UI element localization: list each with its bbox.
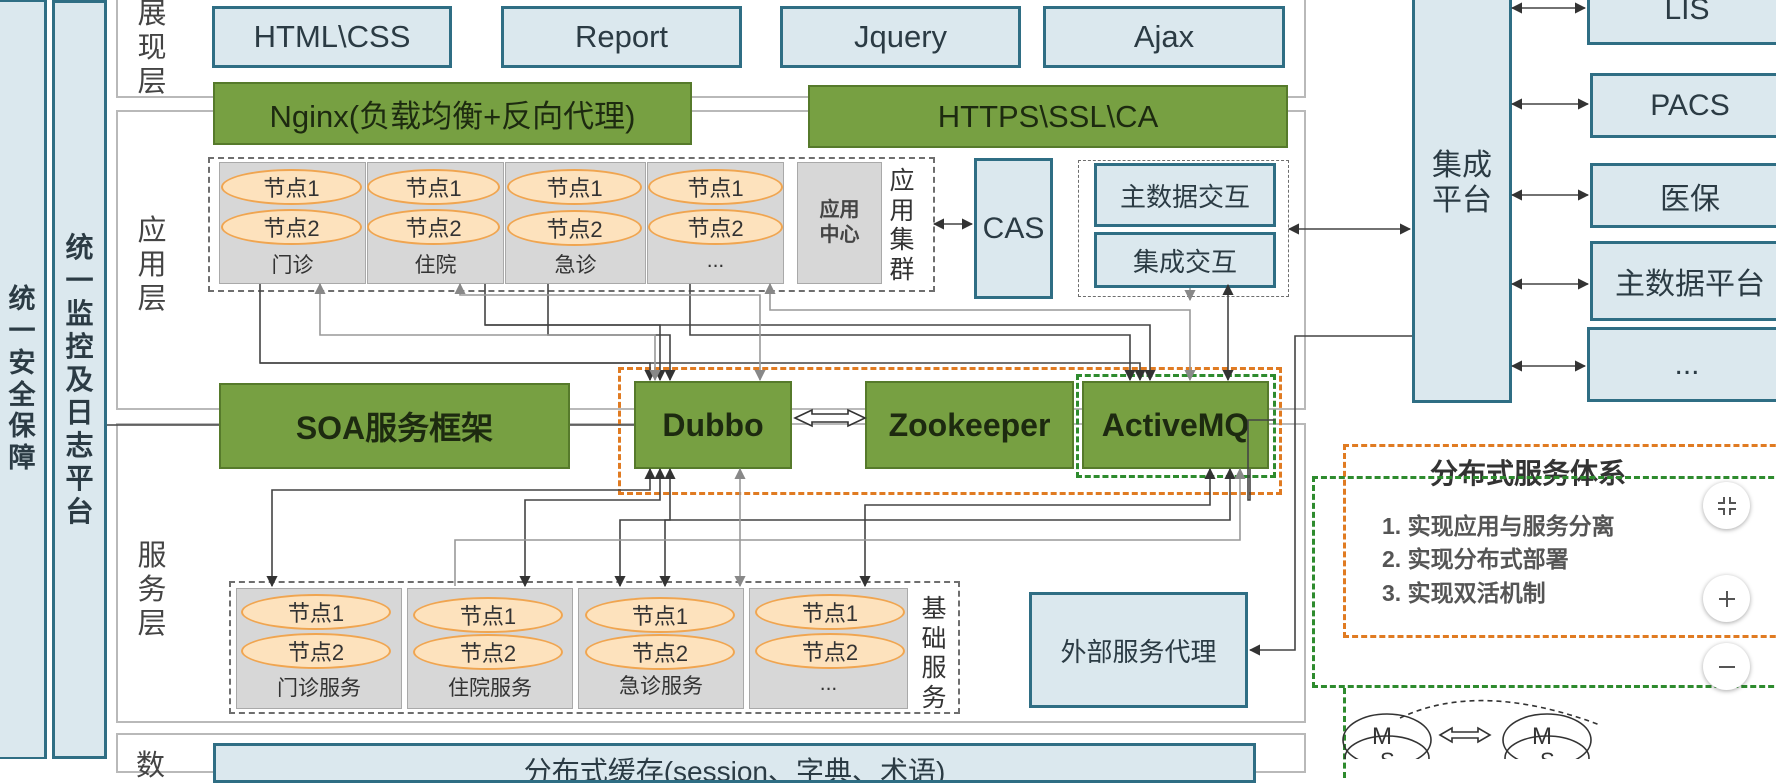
svc-node2-more: 节点2 — [755, 633, 905, 669]
data-layer-label: 数 — [136, 750, 166, 782]
security-sidebar: 统一安全保障 — [0, 0, 47, 759]
distributed-item-2: 2. 实现分布式部署 — [1382, 546, 1569, 572]
security-sidebar-label: 统一安全保障 — [8, 283, 36, 474]
pres-item-jquery: Jquery — [780, 6, 1021, 68]
base-services-label: 基础服务 — [921, 595, 947, 712]
app-node2-more: 节点2 — [648, 209, 783, 245]
https-bar: HTTPS\SSL\CA — [808, 85, 1288, 148]
ext-system-master-data-platform: 主数据平台 — [1590, 241, 1776, 321]
svc-node1-jizhen: 节点1 — [585, 597, 735, 633]
ext-system-pacs: PACS — [1590, 73, 1776, 138]
app-label-more: ... — [706, 249, 725, 272]
pres-item-html-css: HTML\CSS — [212, 6, 452, 68]
svc-label-zhuyuan: 住院服务 — [448, 677, 532, 700]
svc-label-jizhen: 急诊服务 — [619, 675, 703, 698]
ext-system-more: ... — [1587, 327, 1776, 402]
monitor-sidebar-label: 统一监控及日志平台 — [65, 231, 94, 528]
app-node2-jizhen: 节点2 — [507, 210, 642, 246]
app-node2-menzhen: 节点2 — [221, 209, 362, 245]
app-node1-more: 节点1 — [648, 169, 783, 205]
distributed-item-1: 1. 实现应用与服务分离 — [1382, 513, 1615, 539]
svc-node1-zhuyuan: 节点1 — [413, 597, 563, 633]
app-node2-zhuyuan: 节点2 — [367, 209, 500, 245]
pres-item-ajax: Ajax — [1043, 6, 1285, 68]
zookeeper-box: Zookeeper — [865, 381, 1074, 469]
app-node1-jizhen: 节点1 — [507, 169, 642, 205]
monitor-sidebar: 统一监控及日志平台 — [52, 0, 107, 759]
app-node1-menzhen: 节点1 — [221, 169, 362, 205]
service-layer-label: 服务层 — [137, 539, 167, 641]
application-layer-label: 应用层 — [137, 214, 167, 316]
distributed-cache-label: 分布式缓存(session、字典、术语) — [523, 756, 946, 783]
activemq-box: ActiveMQ — [1082, 381, 1269, 469]
pres-item-report: Report — [501, 6, 742, 68]
compress-icon[interactable] — [1703, 482, 1750, 529]
ext-system-yibao: 医保 — [1590, 163, 1776, 228]
cas-box: CAS — [974, 158, 1053, 299]
svc-label-menzhen: 门诊服务 — [277, 677, 361, 700]
integration-platform-label: 集成平台 — [1432, 149, 1492, 217]
master-data-interaction-box: 主数据交互 — [1094, 163, 1276, 227]
app-label-zhuyuan: 住院 — [414, 254, 457, 277]
green-dashed-region-lower — [1343, 688, 1776, 778]
app-label-jizhen: 急诊 — [554, 254, 597, 277]
nginx-bar: Nginx(负载均衡+反向代理) — [213, 82, 692, 145]
soa-framework-box: SOA服务框架 — [219, 383, 570, 469]
distributed-services-title: 分布式服务体系 — [1430, 458, 1627, 489]
app-label-menzhen: 门诊 — [271, 254, 314, 277]
svc-node2-zhuyuan: 节点2 — [413, 634, 563, 670]
distributed-cache-bar: 分布式缓存(session、字典、术语) — [213, 743, 1256, 783]
zoom-out-icon[interactable] — [1703, 643, 1750, 690]
presentation-layer-label: 展现层 — [137, 0, 167, 99]
ext-system-lis: LIS — [1587, 0, 1776, 45]
zoom-in-icon[interactable] — [1703, 575, 1750, 622]
app-node1-zhuyuan: 节点1 — [367, 169, 500, 205]
integration-platform-box: 集成平台 — [1412, 0, 1512, 403]
svc-node2-jizhen: 节点2 — [585, 634, 735, 670]
svc-node2-menzhen: 节点2 — [241, 633, 391, 669]
integration-interaction-box: 集成交互 — [1094, 232, 1276, 288]
svc-node1-menzhen: 节点1 — [241, 594, 391, 630]
app-cluster-label: 应用集群 — [889, 167, 915, 284]
external-proxy-box: 外部服务代理 — [1029, 592, 1248, 708]
app-center-box: 应用中心 — [797, 162, 882, 284]
dubbo-box: Dubbo — [634, 381, 792, 469]
svc-node1-more: 节点1 — [755, 594, 905, 630]
svc-label-more: ... — [819, 672, 838, 695]
